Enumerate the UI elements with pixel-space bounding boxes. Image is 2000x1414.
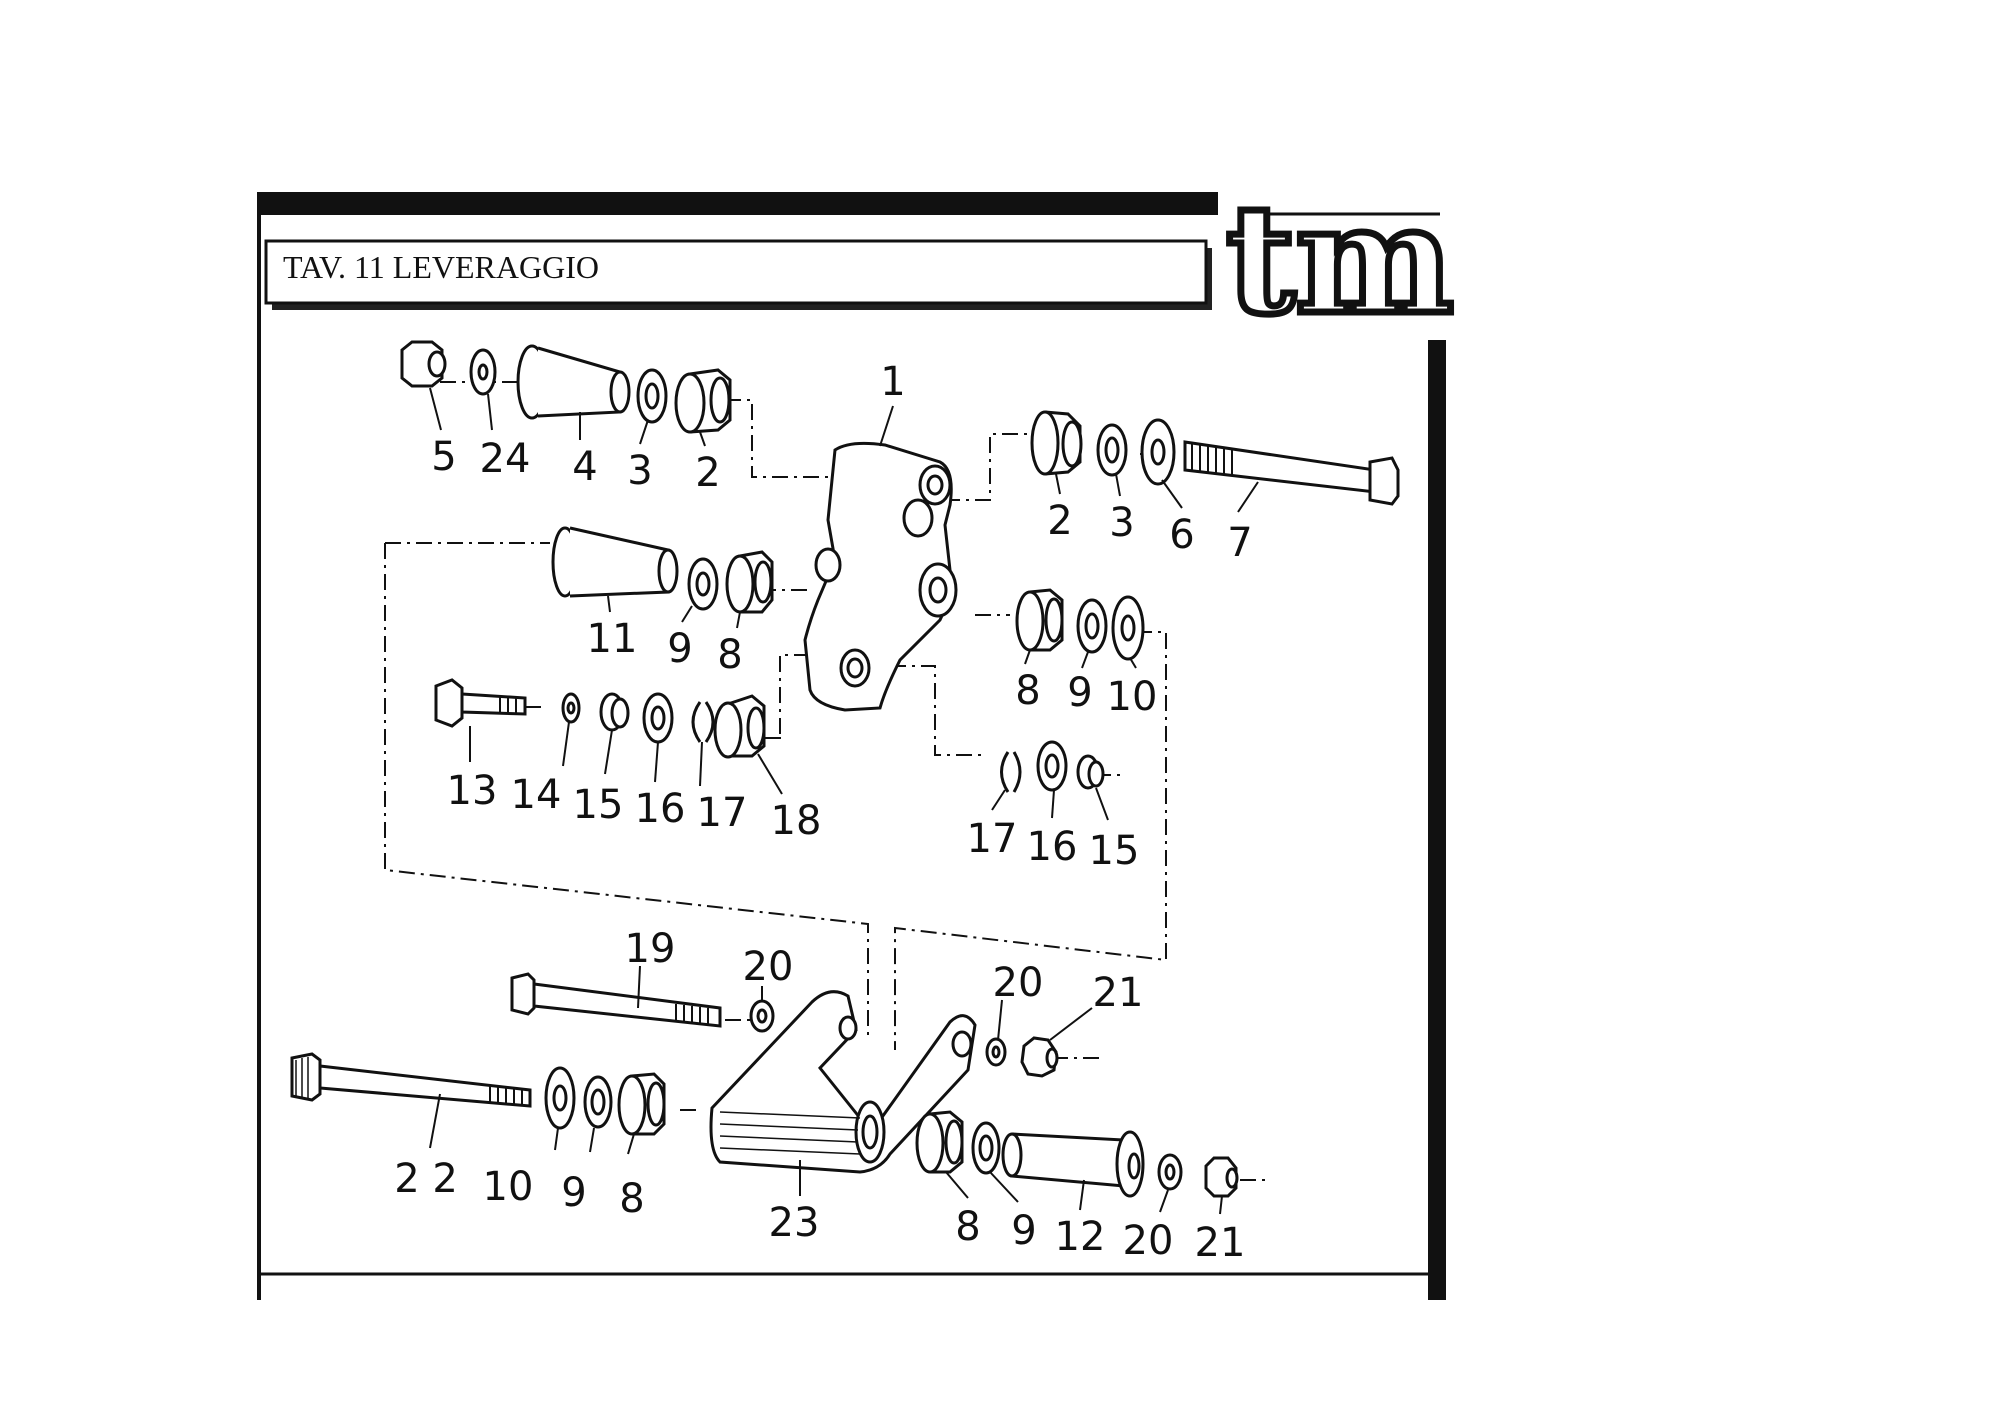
title-box: [264, 239, 1212, 310]
callout-17: 17: [697, 790, 748, 836]
callout-12: 12: [1055, 1214, 1106, 1260]
callout-14: 14: [511, 772, 562, 818]
callout-3: 3: [627, 448, 652, 494]
part-22-bolt: [290, 1052, 532, 1108]
part-20b-washer: [985, 1037, 1007, 1067]
callout-15: 15: [573, 782, 624, 828]
part-17-circlip: [691, 701, 715, 743]
part-17b-circlip: [1000, 751, 1022, 793]
callout-10: 10: [483, 1164, 534, 1210]
part-19-bolt: [510, 972, 722, 1028]
callout-1: 1: [880, 359, 905, 405]
callout-19: 19: [625, 926, 676, 972]
part-10b-washer: [544, 1066, 576, 1130]
callout-17: 17: [967, 816, 1018, 862]
callout-labels: 1 5 24 4 3 2 2 3 6 7 11 9 8 8 9 10 13 14…: [394, 359, 1253, 1266]
callout-16: 16: [635, 786, 686, 832]
part-21b-nut: [1204, 1156, 1239, 1198]
callout-2: 2: [1047, 498, 1072, 544]
part-2-bearing: [674, 368, 732, 434]
part-20c-washer: [1157, 1153, 1183, 1191]
part-9-seal: [687, 557, 719, 611]
page-frame: [257, 192, 1446, 1300]
part-7-bolt: [1183, 440, 1400, 506]
callout-5: 5: [431, 434, 456, 480]
callout-4: 4: [572, 444, 597, 490]
part-5-nut: [400, 340, 447, 388]
callout-8: 8: [955, 1204, 980, 1250]
part-20-washer: [749, 999, 775, 1033]
callout-9: 9: [667, 626, 692, 672]
callout-21: 21: [1195, 1220, 1246, 1266]
callout-11: 11: [587, 616, 638, 662]
callout-15: 15: [1089, 828, 1140, 874]
part-6-washer: [1140, 418, 1176, 486]
part-8c-bearing: [617, 1072, 666, 1136]
part-16b-seal: [1036, 740, 1068, 792]
callout-24: 24: [480, 436, 531, 482]
callout-20: 20: [1123, 1218, 1174, 1264]
callout-23: 23: [769, 1200, 820, 1246]
callout-18: 18: [771, 798, 822, 844]
callout-7: 7: [1227, 520, 1252, 566]
callout-2: 2: [695, 450, 720, 496]
part-2b-bearing: [1030, 410, 1083, 476]
callout-6: 6: [1169, 512, 1194, 558]
part-9b-seal: [1076, 598, 1108, 654]
callout-8: 8: [717, 632, 742, 678]
callout-3: 3: [1109, 500, 1134, 546]
part-24-washer: [469, 348, 497, 396]
part-13-bolt: [434, 678, 527, 728]
part-8d-bearing: [915, 1110, 964, 1174]
callout-9: 9: [1011, 1208, 1036, 1254]
part-9c-seal: [583, 1075, 613, 1129]
part-3b-seal: [1096, 423, 1128, 477]
callout-20: 20: [743, 944, 794, 990]
callout-8: 8: [619, 1176, 644, 1222]
part-11-sleeve: [551, 526, 679, 598]
part-1-lever: [803, 441, 958, 712]
part-16-seal: [642, 692, 674, 744]
callout-10: 10: [1107, 674, 1158, 720]
callout-21: 21: [1093, 970, 1144, 1016]
part-3-seal: [636, 368, 668, 424]
callout-13: 13: [447, 768, 498, 814]
tm-logo: tm: [1222, 169, 1457, 352]
callout-9: 9: [1067, 670, 1092, 716]
callout-16: 16: [1027, 824, 1078, 870]
part-8-bearing: [725, 550, 774, 614]
part-8b-bearing: [1015, 588, 1064, 652]
leader-lines: [429, 387, 1259, 1215]
part-14-washer: [561, 692, 581, 724]
callout-8: 8: [1015, 668, 1040, 714]
callout-9: 9: [561, 1170, 586, 1216]
part-15-spacer: [599, 692, 630, 732]
callout-22: 2 2: [394, 1156, 458, 1202]
assembly-lines: [384, 381, 1265, 1181]
callout-20: 20: [993, 960, 1044, 1006]
part-10-washer: [1111, 595, 1145, 661]
part-4-sleeve: [516, 344, 631, 420]
page-title: TAV. 11 LEVERAGGIO: [283, 249, 599, 285]
part-15b-spacer: [1076, 754, 1105, 790]
part-18-bearing: [713, 694, 766, 759]
part-23-link: [709, 990, 977, 1174]
part-9d-seal: [971, 1121, 1001, 1175]
part-12-sleeve: [1001, 1130, 1145, 1198]
part-21-nut: [1020, 1036, 1059, 1078]
tm-logo-text: tm: [1226, 172, 1454, 348]
